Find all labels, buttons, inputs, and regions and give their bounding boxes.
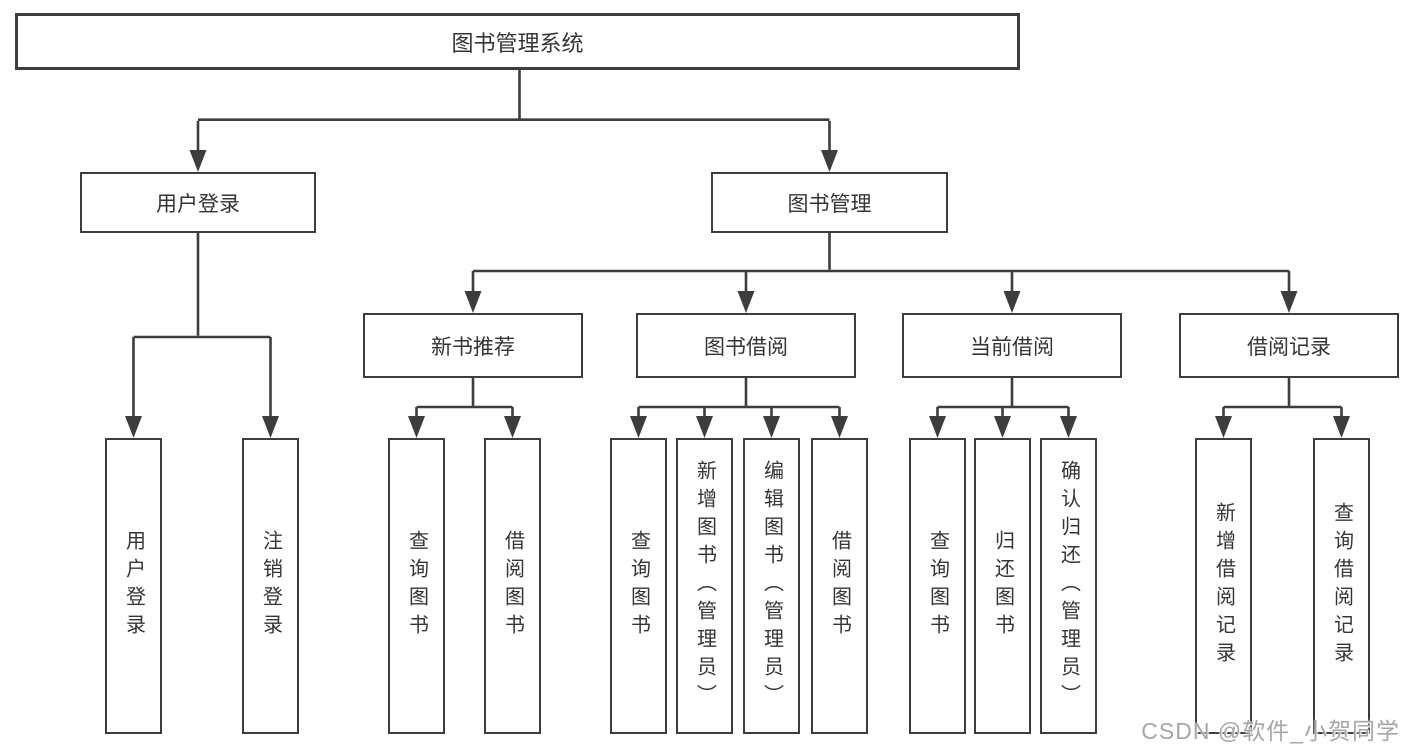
node-root-system: 图书管理系统 <box>15 13 1020 70</box>
leaf-label: 新增借阅记录 <box>1212 502 1235 670</box>
leaf-query-books-borrow: 查询图书 <box>610 438 667 734</box>
node-label: 当前借阅 <box>970 335 1054 359</box>
node-root-label: 图书管理系统 <box>451 30 584 56</box>
leaf-label: 新增图书（管理员） <box>693 460 716 712</box>
leaf-add-books-admin: 新增图书（管理员） <box>676 438 733 734</box>
node-book-management-branch: 图书管理 <box>711 172 948 233</box>
csdn-watermark: CSDN @软件_小贺同学 <box>1141 718 1400 744</box>
leaf-label: 查询图书 <box>926 530 949 642</box>
leaf-label: 借阅图书 <box>501 530 524 642</box>
node-label: 图书管理 <box>787 192 872 216</box>
leaf-label: 归还图书 <box>991 530 1014 642</box>
leaf-label: 用户登录 <box>122 530 145 642</box>
node-new-book-recommend: 新书推荐 <box>363 313 583 378</box>
leaf-label: 注销登录 <box>259 530 282 642</box>
leaf-label: 编辑图书（管理员） <box>760 460 783 712</box>
leaf-edit-books-admin: 编辑图书（管理员） <box>743 438 800 734</box>
leaf-logout-login: 注销登录 <box>242 438 299 734</box>
leaf-label: 查询图书 <box>405 530 428 642</box>
leaf-borrow-books-recommend: 借阅图书 <box>484 438 541 734</box>
node-current-borrow: 当前借阅 <box>902 313 1122 378</box>
leaf-query-books-current: 查询图书 <box>909 438 966 734</box>
leaf-return-books: 归还图书 <box>974 438 1031 734</box>
leaf-borrow-books: 借阅图书 <box>811 438 868 734</box>
node-label: 用户登录 <box>156 192 240 216</box>
connector-recommend-rail <box>415 378 514 419</box>
node-label: 图书借阅 <box>704 335 788 359</box>
leaf-query-borrow-record: 查询借阅记录 <box>1313 438 1370 734</box>
connector-records-rail <box>1222 378 1343 419</box>
node-label: 借阅记录 <box>1247 335 1331 359</box>
connector-current-rail <box>936 378 1070 419</box>
leaf-label: 借阅图书 <box>828 530 851 642</box>
node-user-login-branch: 用户登录 <box>80 172 316 233</box>
connector-level3-rail <box>471 269 1291 294</box>
connector-level2-rail <box>196 118 831 152</box>
node-borrow-records: 借阅记录 <box>1179 313 1399 378</box>
node-book-borrow: 图书借阅 <box>636 313 856 378</box>
leaf-query-books-recommend: 查询图书 <box>388 438 445 734</box>
connector-user-login-rail <box>132 335 272 419</box>
connector-borrow-rail <box>637 378 841 419</box>
leaf-confirm-return-admin: 确认归还（管理员） <box>1040 438 1097 734</box>
leaf-add-borrow-record: 新增借阅记录 <box>1195 438 1252 734</box>
leaf-user-login: 用户登录 <box>105 438 162 734</box>
leaf-label: 查询图书 <box>627 530 650 642</box>
leaf-label: 确认归还（管理员） <box>1057 460 1080 712</box>
leaf-label: 查询借阅记录 <box>1330 502 1353 670</box>
node-label: 新书推荐 <box>431 335 515 359</box>
